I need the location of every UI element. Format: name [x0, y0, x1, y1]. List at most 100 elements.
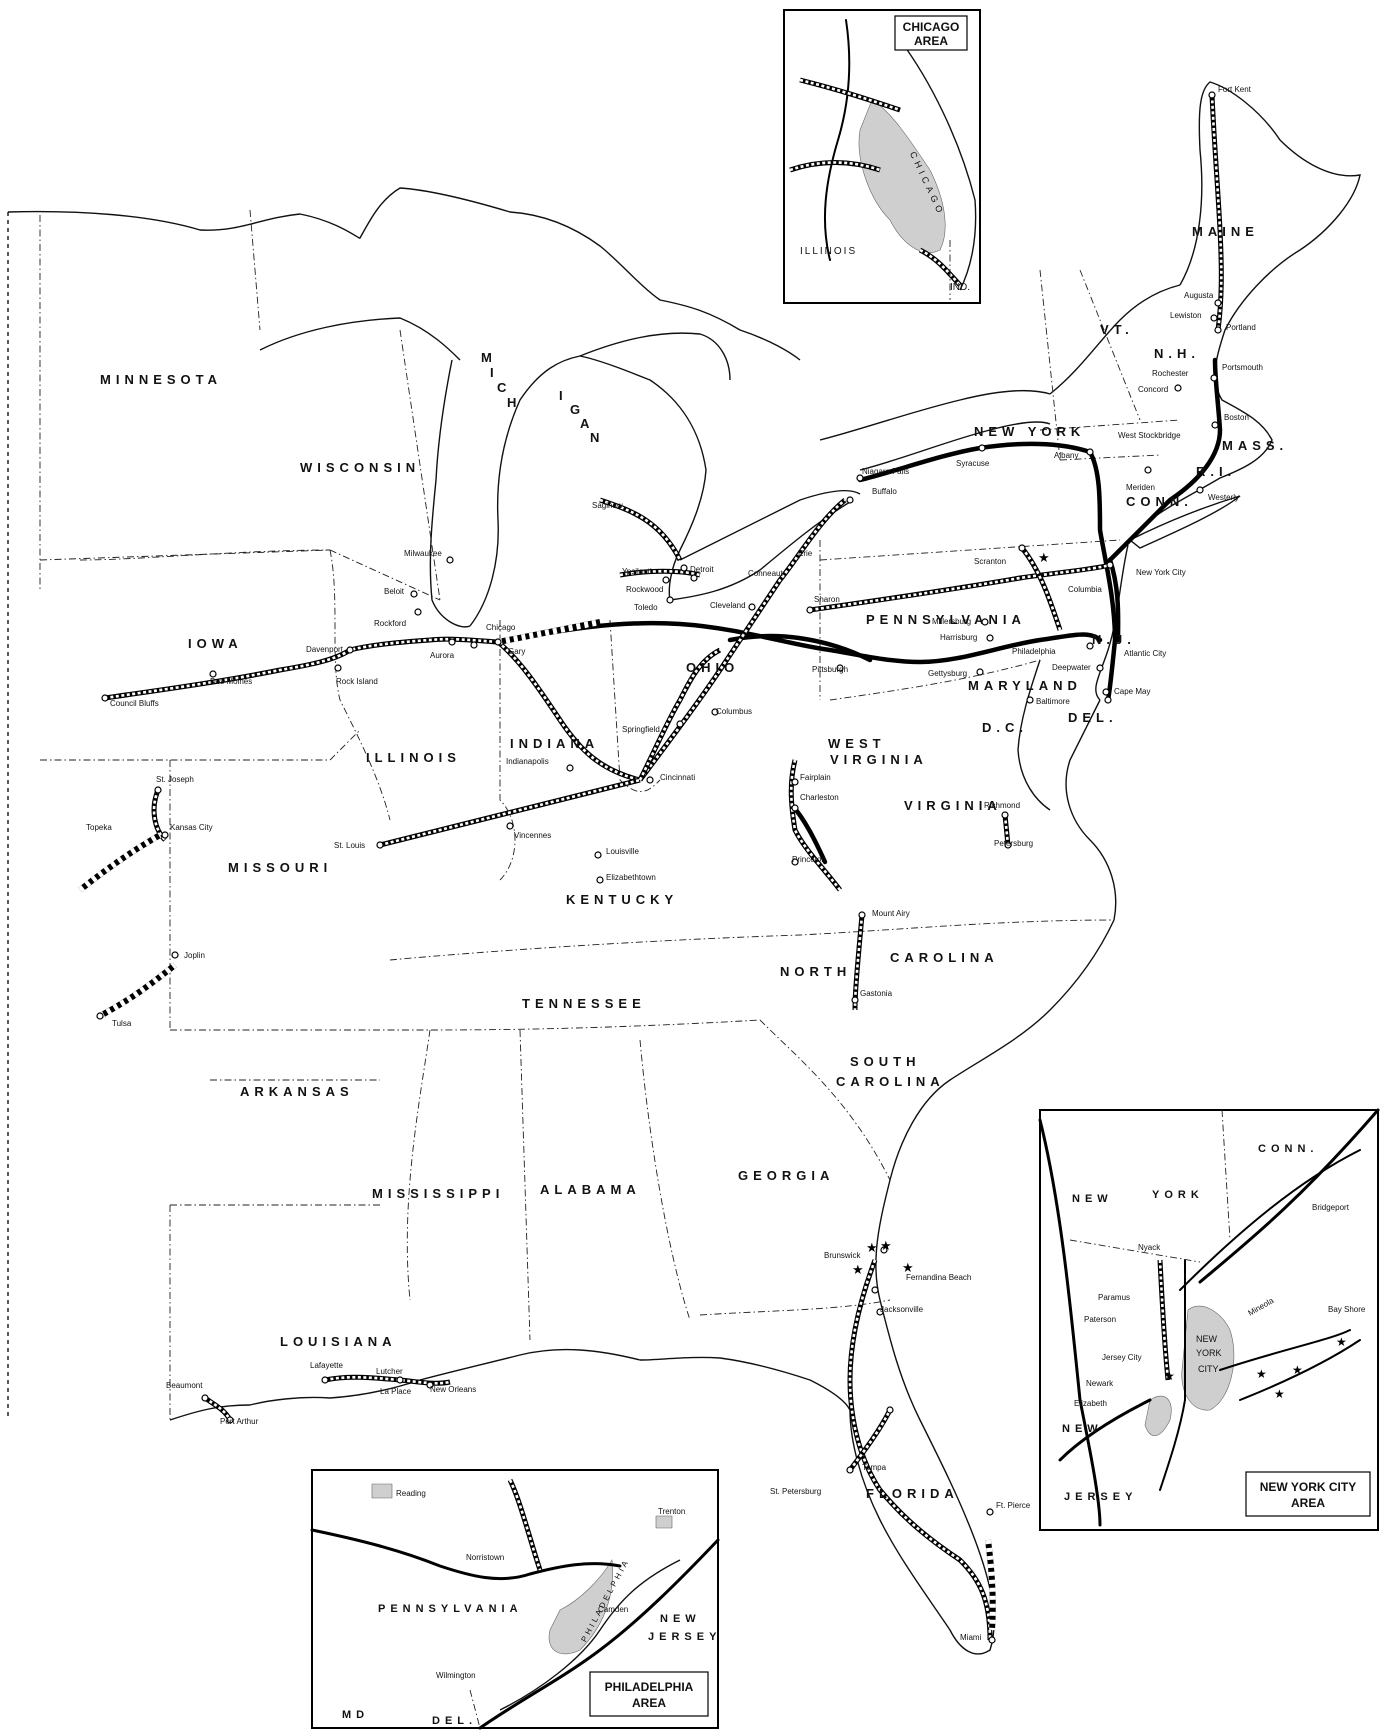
city-gastonia: Gastonia: [860, 989, 893, 998]
inset-phila-title-1: PHILADELPHIA: [605, 1680, 694, 1694]
city-markers: [96, 91, 1222, 1644]
label-new-jersey: N.J.: [1092, 632, 1136, 647]
city-beaumont: Beaumont: [166, 1381, 203, 1390]
inset-phila-camden: Camden: [598, 1605, 628, 1614]
city-rochester-nh: Rochester: [1152, 369, 1189, 378]
city-portsmouth: Portsmouth: [1222, 363, 1263, 372]
label-west-virginia-2: VIRGINIA: [830, 752, 928, 767]
label-michigan-8: N: [590, 430, 604, 445]
city-charleston: Charleston: [800, 793, 839, 802]
label-michigan-5: I: [559, 388, 568, 403]
city-scranton: Scranton: [974, 557, 1006, 566]
city-erie: Erie: [798, 549, 813, 558]
svg-text:★: ★: [1274, 1387, 1285, 1401]
label-ohio: OHIO: [686, 660, 739, 675]
inset-chicago-title-1: CHICAGO: [903, 20, 960, 34]
city-milwaukee: Milwaukee: [404, 549, 442, 558]
city-st-joseph: St. Joseph: [156, 775, 194, 784]
city-miami: Miami: [960, 1633, 982, 1642]
inset-phila-trenton: Trenton: [658, 1507, 685, 1516]
svg-text:★: ★: [880, 1239, 892, 1254]
label-rhode-island: R.I.: [1196, 464, 1236, 479]
label-alabama: ALABAMA: [540, 1182, 641, 1197]
label-iowa: IOWA: [188, 636, 243, 651]
coastline: [7, 81, 1361, 1655]
city-meriden: Meriden: [1126, 483, 1155, 492]
city-new-york-city: New York City: [1136, 568, 1186, 577]
city-mount-airy: Mount Airy: [872, 909, 910, 918]
city-rockford: Rockford: [374, 619, 406, 628]
svg-text:★: ★: [1292, 1363, 1303, 1377]
label-michigan-6: G: [570, 402, 585, 417]
label-connecticut: CONN.: [1126, 494, 1193, 509]
city-boston: Boston: [1224, 413, 1249, 422]
label-north-carolina-1: NORTH: [780, 964, 851, 979]
state-labels: MINNESOTA WISCONSIN M I C H I G A N IOWA…: [100, 224, 1288, 1501]
city-lafayette: Lafayette: [310, 1361, 343, 1370]
label-new-hampshire: N.H.: [1154, 346, 1200, 361]
label-michigan-4: H: [507, 395, 521, 410]
label-kentucky: KENTUCKY: [566, 892, 678, 907]
city-vincennes: Vincennes: [514, 831, 551, 840]
label-michigan-1: M: [481, 350, 497, 365]
city-jacksonville: Jacksonville: [880, 1305, 924, 1314]
city-lewiston: Lewiston: [1170, 311, 1202, 320]
city-fernandina-beach: Fernandina Beach: [906, 1273, 971, 1282]
city-cape-may: Cape May: [1114, 687, 1150, 696]
city-rockwood: Rockwood: [626, 585, 663, 594]
city-deepwater: Deepwater: [1052, 663, 1091, 672]
label-michigan-2: I: [490, 365, 499, 380]
city-st-louis: St. Louis: [334, 841, 365, 850]
label-florida: FLORIDA: [866, 1486, 959, 1501]
label-indiana: INDIANA: [510, 736, 599, 751]
city-saginaw: Saginaw: [592, 501, 623, 510]
svg-text:★: ★: [1336, 1335, 1347, 1349]
city-petersburg: Petersburg: [994, 839, 1033, 848]
city-rock-island: Rock Island: [336, 677, 378, 686]
inset-ny-york: YORK: [1152, 1189, 1204, 1201]
inset-ny-elizabeth: Elizabeth: [1074, 1399, 1107, 1408]
city-sharon: Sharon: [814, 595, 840, 604]
label-south-carolina-2: CAROLINA: [836, 1074, 945, 1089]
inset-ny-nyack: Nyack: [1138, 1243, 1161, 1252]
inset-phila-md: MD: [342, 1709, 369, 1721]
inset-ny-urban-2: YORK: [1196, 1348, 1222, 1358]
city-portland: Portland: [1226, 323, 1256, 332]
inset-ny-title-2: AREA: [1291, 1496, 1325, 1510]
label-new-york: NEW YORK: [974, 424, 1085, 439]
city-davenport: Davenport: [306, 645, 344, 654]
label-wisconsin: WISCONSIN: [300, 460, 420, 475]
city-tampa: Tampa: [862, 1463, 887, 1472]
city-cleveland: Cleveland: [710, 601, 746, 610]
inset-ny-urban-1: NEW: [1196, 1334, 1218, 1344]
svg-text:★: ★: [1256, 1367, 1267, 1381]
label-virginia: VIRGINIA: [904, 798, 1002, 813]
inset-new-york: NEW YORK CITY AREA CONN. NEW YORK NEW JE…: [1038, 1108, 1380, 1531]
label-pennsylvania: PENNSYLVANIA: [866, 612, 1026, 627]
city-springfield: Springfield: [622, 725, 660, 734]
inset-phila-nj-2: JERSEY: [648, 1631, 721, 1643]
inset-phila-wilmington: Wilmington: [436, 1671, 476, 1680]
inset-ny-conn: CONN.: [1258, 1143, 1318, 1155]
city-harrisburg: Harrisburg: [940, 633, 977, 642]
city-la-place: La Place: [380, 1387, 412, 1396]
label-delaware: DEL.: [1068, 710, 1118, 725]
inset-chicago: CHICAGO AREA ILLINOIS IND. CHICAGO: [783, 9, 981, 304]
label-vermont: VT.: [1100, 322, 1134, 337]
svg-text:★: ★: [902, 1261, 914, 1276]
inset-phila-del: DEL.: [432, 1715, 477, 1727]
label-tennessee: TENNESSEE: [522, 996, 646, 1011]
city-columbus: Columbus: [716, 707, 752, 716]
city-aurora: Aurora: [430, 651, 455, 660]
city-chicago: Chicago: [486, 623, 516, 632]
city-brunswick: Brunswick: [824, 1251, 861, 1260]
city-new-orleans: New Orleans: [430, 1385, 476, 1394]
inset-ny-title-1: NEW YORK CITY: [1260, 1480, 1356, 1494]
city-niagara-falls: Niagara Falls: [862, 467, 909, 476]
svg-text:★: ★: [866, 1241, 878, 1256]
inset-phila-reading: Reading: [396, 1489, 426, 1498]
inset-phila-nj-1: NEW: [660, 1613, 701, 1625]
inset-ny-paterson: Paterson: [1084, 1315, 1116, 1324]
label-massachusetts: MASS.: [1222, 438, 1288, 453]
